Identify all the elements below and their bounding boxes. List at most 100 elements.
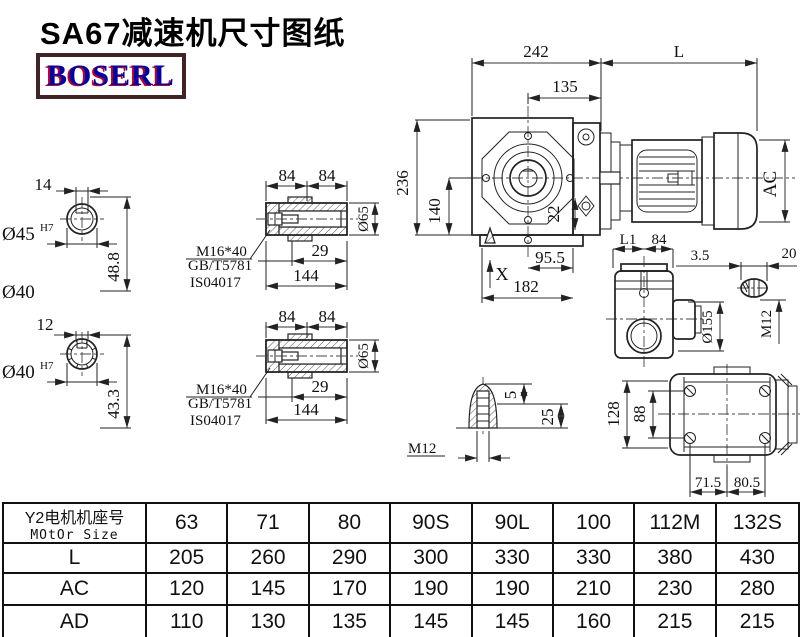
col-header: 100 — [553, 504, 636, 544]
label-bolt: M16*40 — [196, 244, 247, 260]
dim-3-5: 3.5 — [691, 248, 710, 264]
dim-14: 14 — [35, 175, 53, 194]
col-header: 63 — [147, 504, 229, 544]
bushing-view-upper: 84 84 29 144 Ø65 M16*40 GB/T5781 IS04017 — [186, 166, 379, 291]
dim-80-5: 80.5 — [734, 475, 760, 491]
table-cell: 145 — [391, 606, 473, 637]
col-header: 132S — [716, 504, 798, 544]
dim-236: 236 — [393, 170, 412, 196]
table-cell: 190 — [472, 574, 554, 606]
col-header: 71 — [228, 504, 310, 544]
key-detail-view: 3.5 20 M12 — [676, 246, 797, 344]
table-cell: 190 — [391, 574, 473, 606]
dim-135: 135 — [552, 77, 578, 96]
plug-detail-view: 5 25 M12 — [407, 377, 568, 462]
table-cell: 110 — [147, 606, 229, 637]
shaft-end-view-45: 14 Ø45 H7 48.8 — [2, 175, 131, 292]
dim-29: 29 — [312, 241, 329, 260]
dim-20: 20 — [782, 246, 797, 262]
label-std2: IS04017 — [190, 413, 241, 429]
dim-144: 144 — [293, 400, 319, 419]
row-label: L — [4, 544, 147, 574]
motor-size-table: Y2电机机座号 MOtOr Size 63 71 80 90S 90L 100 … — [2, 502, 800, 637]
dim-22: 22 — [544, 206, 563, 223]
table-cell: 290 — [309, 544, 392, 574]
dim-AC: AC — [760, 171, 781, 197]
dim-dia40-fit: H7 — [40, 360, 54, 372]
dim-L1: L1 — [620, 232, 637, 248]
page-title: SA67减速机尺寸图纸 — [40, 16, 346, 51]
row-label: AD — [4, 606, 147, 637]
table-cell: 280 — [716, 574, 798, 606]
table-cell: 260 — [228, 544, 310, 574]
table-header-en: MOtOr Size — [30, 527, 119, 543]
table-cell: 145 — [473, 606, 554, 637]
row-label: AC — [4, 574, 147, 606]
brand-logo: BOSERL — [36, 53, 186, 99]
table-cell: 230 — [635, 574, 717, 606]
dim-m12: M12 — [759, 310, 775, 338]
label-std1: GB/T5781 — [188, 396, 252, 412]
dim-144: 144 — [293, 266, 319, 285]
label-std2: IS04017 — [190, 275, 241, 291]
dim-dia65: Ø65 — [356, 343, 372, 369]
dim-m12: M12 — [408, 441, 436, 457]
col-header: 80 — [309, 504, 392, 544]
top-view: 128 88 71.5 80.5 — [604, 364, 800, 497]
dim-84b: 84 — [319, 307, 337, 326]
table-cell: 330 — [472, 544, 554, 574]
dim-95-5: 95.5 — [535, 248, 565, 267]
table-header-cn: Y2电机机座号 — [24, 509, 125, 527]
col-header: 90S — [391, 504, 473, 544]
dim-84: 84 — [652, 232, 668, 248]
table-cell: 300 — [391, 544, 473, 574]
table-cell: 160 — [554, 606, 636, 637]
shaft-end-view-40: 12 Ø40 H7 43.3 — [2, 315, 131, 429]
front-view: 242 L 135 236 140 AC 22 95.5 182 X — [393, 42, 795, 303]
col-header: 90L — [472, 504, 554, 544]
table-header-cell: Y2电机机座号 MOtOr Size — [4, 504, 147, 544]
dim-84a: 84 — [279, 166, 297, 185]
dim-25: 25 — [538, 409, 557, 426]
dim-84a: 84 — [279, 307, 297, 326]
table-cell: 215 — [635, 606, 717, 637]
dim-dia45-fit: H7 — [40, 222, 54, 234]
table-cell: 170 — [309, 574, 392, 606]
table-cell: 330 — [553, 544, 636, 574]
dim-dia65: Ø65 — [356, 206, 372, 232]
dim-L: L — [674, 42, 684, 61]
dim-48-8: 48.8 — [104, 252, 123, 282]
dim-5: 5 — [501, 391, 520, 400]
dim-dia45: Ø45 — [2, 224, 35, 245]
dim-12: 12 — [37, 315, 54, 334]
dim-182: 182 — [513, 277, 539, 296]
dim-43-3: 43.3 — [104, 389, 123, 419]
dim-dia155: Ø155 — [700, 310, 716, 343]
dim-242: 242 — [523, 42, 549, 61]
table-cell: 135 — [310, 606, 392, 637]
technical-drawing: 242 L 135 236 140 AC 22 95.5 182 X 14 — [2, 42, 800, 497]
table-cell: 205 — [147, 544, 229, 574]
label-std1: GB/T5781 — [188, 258, 252, 274]
dim-128: 128 — [604, 401, 623, 427]
axis-x-label: X — [496, 264, 509, 284]
bushing-view-lower: 84 84 29 144 Ø65 M16*40 GB/T5781 IS04017 — [186, 307, 379, 429]
dia40-note: Ø40 — [2, 282, 35, 303]
side-view: L1 84 Ø155 — [606, 232, 724, 368]
dim-84b: 84 — [319, 166, 337, 185]
table-cell: 380 — [635, 544, 717, 574]
pin-symbol — [484, 226, 496, 244]
dim-140: 140 — [425, 198, 444, 224]
table-cell: 210 — [553, 574, 636, 606]
table-cell: 120 — [147, 574, 229, 606]
label-bolt: M16*40 — [196, 382, 247, 398]
col-header: 112M — [635, 504, 717, 544]
table-cell: 430 — [716, 544, 798, 574]
table-cell: 215 — [739, 609, 775, 633]
dim-dia40: Ø40 — [2, 362, 35, 383]
dim-29: 29 — [312, 377, 329, 396]
dim-88: 88 — [630, 406, 649, 423]
table-cell: 145 — [228, 574, 310, 606]
table-cell: 130 — [228, 606, 310, 637]
